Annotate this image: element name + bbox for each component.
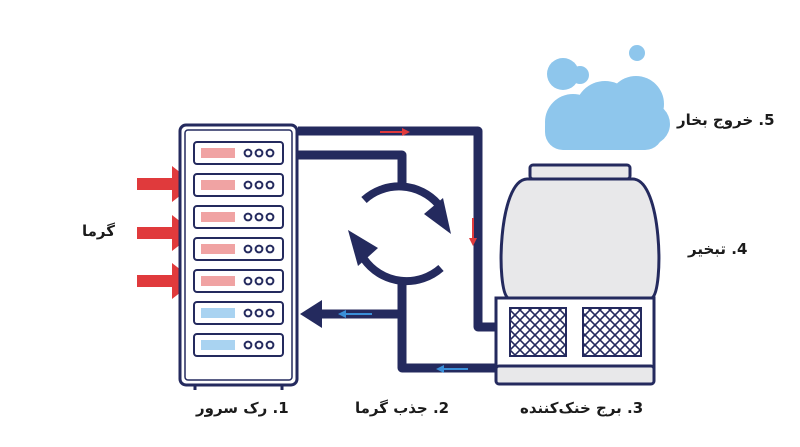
cool-pipe <box>318 283 496 373</box>
cloud-icon <box>545 45 670 150</box>
server-unit <box>193 333 284 357</box>
evaporation-label: 4. تبخیر <box>688 240 748 258</box>
server-unit <box>193 173 284 197</box>
hot-pipe <box>298 126 496 332</box>
server-unit <box>193 301 284 325</box>
heat-absorption-label: 2. جذب گرما <box>355 399 450 417</box>
cooling-tower-icon <box>494 163 661 386</box>
return-arrowhead-icon <box>300 300 322 328</box>
flow-arrow-icon <box>338 128 477 373</box>
server-unit <box>193 141 284 165</box>
server-rack-icon <box>178 123 299 390</box>
cooling-tower-label: 3. برج خنک‌کننده <box>520 399 644 417</box>
server-unit <box>193 237 284 261</box>
heat-label: گرما <box>82 222 115 240</box>
vapor-exit-label: 5. خروج بخار <box>677 111 775 129</box>
server-unit <box>193 269 284 293</box>
server-unit <box>193 205 284 229</box>
cycle-arrows-icon <box>348 182 451 286</box>
server-rack-label: 1. رک سرور <box>196 399 289 417</box>
